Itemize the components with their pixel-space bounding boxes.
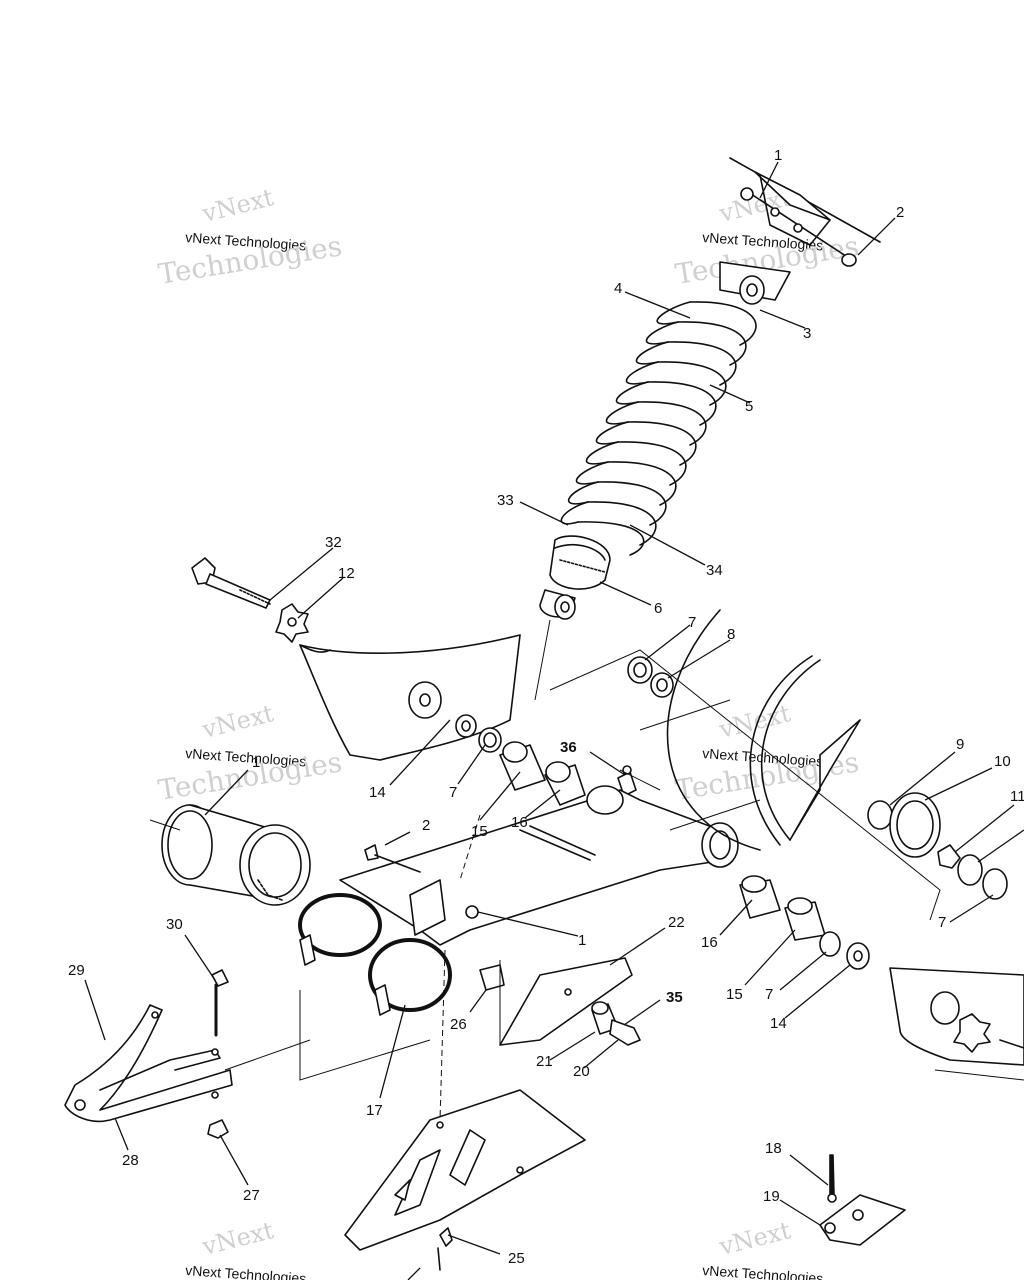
callout-12: 12: [338, 565, 355, 582]
bracket-29: [64, 1004, 233, 1123]
callout-20: 20: [573, 1063, 590, 1080]
callout-30: 30: [166, 916, 183, 933]
callout-34: 34: [706, 562, 723, 579]
bushing-9: [867, 800, 893, 830]
leader-lines: [84, 161, 1024, 1281]
grease-fitting-36: [617, 765, 637, 797]
drum-1: [161, 804, 311, 906]
guide-22: [499, 957, 633, 1046]
callout-15-right: 15: [726, 986, 743, 1003]
callout-5: 5: [745, 398, 753, 415]
bolt-head: [841, 253, 857, 267]
callout-1-top: 1: [774, 147, 782, 164]
upper-shock-bracket: [729, 157, 881, 267]
callout-32: 32: [325, 534, 342, 551]
callout-29: 29: [68, 962, 85, 979]
callout-16-right: 16: [701, 934, 718, 951]
callout-33: 33: [497, 492, 514, 509]
bushing-16-left: [544, 761, 586, 806]
callout-28: 28: [122, 1152, 139, 1169]
swing-arm: [339, 785, 739, 946]
watermark-bottom-right: vNext vNext Technologies: [702, 1216, 824, 1285]
washer-7-right: [819, 931, 841, 957]
bushing-16-right: [739, 875, 781, 919]
watermark-line2: vNext Technologies: [702, 1262, 824, 1280]
callout-2-top: 2: [896, 204, 904, 221]
wheel-10: [889, 792, 941, 858]
callout-25: 25: [508, 1250, 525, 1267]
callout-7-right: 7: [938, 914, 946, 931]
watermark-line1: vNext: [199, 699, 277, 744]
watermark-line1: vNext: [716, 1216, 794, 1261]
nut-26: [479, 964, 505, 991]
callout-22: 22: [668, 914, 685, 931]
callout-18: 18: [765, 1140, 782, 1157]
callout-2-bolt: 2: [422, 817, 430, 834]
bushing-15-left: [499, 741, 546, 791]
star-washer-12: [275, 603, 309, 643]
nut-11: [937, 844, 961, 869]
washer-7-upper: [627, 656, 653, 684]
watermark-line1: vNext: [199, 1216, 277, 1261]
ski-bracket: [344, 1089, 586, 1271]
callout-8: 8: [727, 626, 735, 643]
washer-7-c: [957, 854, 983, 886]
callout-10: 10: [994, 753, 1011, 770]
watermark-mid-left: vNext vNext Technologies Technologies: [156, 699, 344, 807]
callout-labels: 1 2 3 4 5 33 34 6 32 12 7 8 36 14 7 15 1…: [68, 147, 1024, 1267]
callout-36: 36: [560, 739, 577, 756]
callout-7-left: 7: [449, 784, 457, 801]
callout-14-left: 14: [369, 784, 386, 801]
bolt-30: [211, 969, 229, 1037]
callout-6: 6: [654, 600, 662, 617]
blade-part: [789, 719, 861, 841]
callout-15-left: 15: [471, 823, 488, 840]
callout-17: 17: [366, 1102, 383, 1119]
callout-21: 21: [536, 1053, 553, 1070]
callout-1-arm: 1: [578, 932, 586, 949]
nut-27: [207, 1119, 229, 1139]
washer-14-right: [846, 942, 870, 970]
bolt-2: [364, 844, 421, 873]
callout-9: 9: [956, 736, 964, 753]
shock-absorber: [539, 261, 791, 620]
right-side-plate: [889, 967, 1024, 1066]
pin-18: [827, 1154, 837, 1203]
callout-3: 3: [803, 325, 811, 342]
callout-4: 4: [614, 280, 622, 297]
watermark-bottom-left: vNext vNext Technologies: [185, 1216, 307, 1285]
bolt-20: [609, 1019, 641, 1046]
left-side-plate: [299, 634, 521, 761]
callout-27: 27: [243, 1187, 260, 1204]
callout-14-right: 14: [770, 1015, 787, 1032]
bracket-19: [819, 1194, 906, 1246]
callout-26: 26: [450, 1016, 467, 1033]
washer-7-d: [982, 868, 1008, 900]
clamp-17: [368, 938, 452, 1016]
callout-11: 11: [1010, 788, 1024, 805]
washer-8: [650, 672, 674, 698]
clamp-upper: [298, 893, 382, 966]
construction-lines: [149, 619, 1024, 1121]
watermark-top-left: vNext vNext Technologies Technologies: [156, 183, 344, 291]
bolt-32: [191, 557, 271, 609]
callout-7-upper: 7: [688, 614, 696, 631]
callout-19: 19: [763, 1188, 780, 1205]
callout-16-left: 16: [511, 814, 528, 831]
callout-1-drum: 1: [252, 754, 260, 771]
watermark-line2: vNext Technologies: [185, 1262, 307, 1280]
callout-35: 35: [666, 989, 683, 1006]
watermark-line1: vNext: [716, 699, 794, 744]
watermark-line1: vNext: [199, 183, 277, 228]
wheel-arc: [760, 659, 821, 841]
callout-7-lower: 7: [765, 986, 773, 1003]
